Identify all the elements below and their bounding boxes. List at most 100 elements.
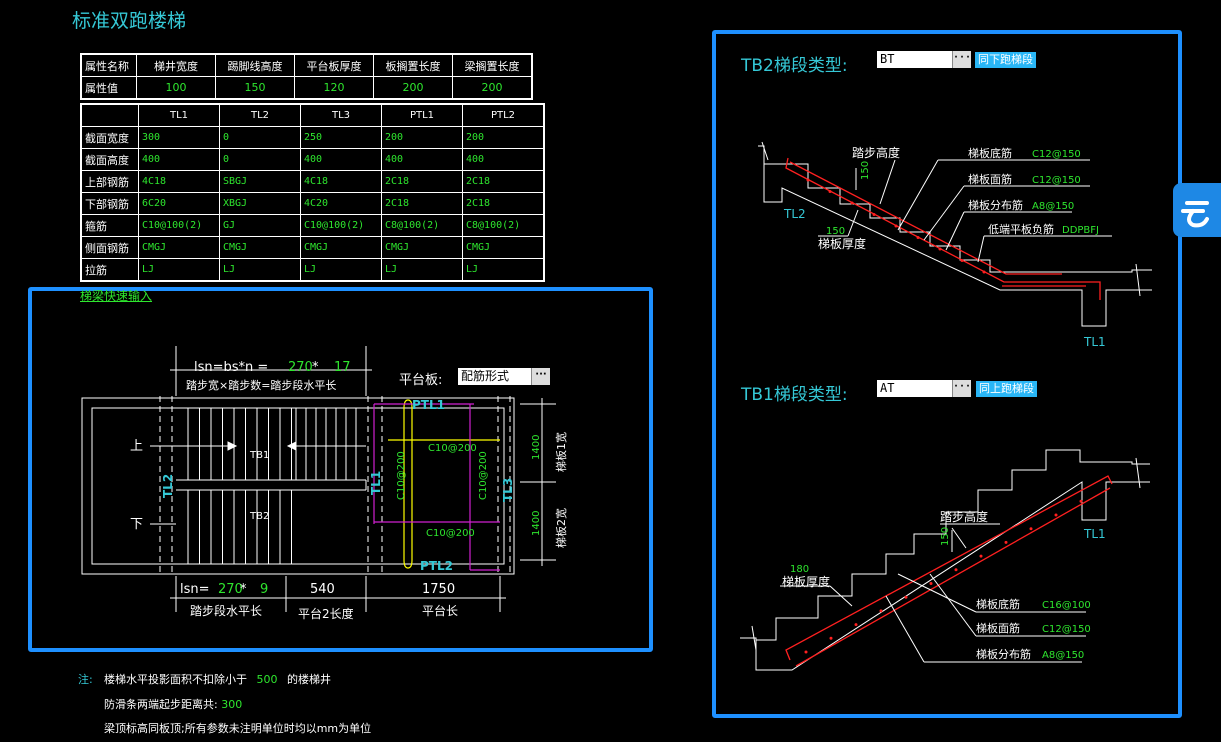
- lsn-bot-a: 270: [218, 582, 243, 597]
- lsn-top-op: *: [312, 360, 319, 375]
- tb1-type-value: AT: [880, 381, 895, 395]
- up-label: 上: [130, 439, 143, 454]
- ptl2-label: PTL2: [420, 559, 453, 573]
- beam-cell[interactable]: 2C18: [381, 170, 463, 193]
- beam-cell[interactable]: LJ: [381, 258, 463, 282]
- rebar-dot: [960, 259, 964, 262]
- rebar-dot: [828, 190, 832, 193]
- ellipsis-icon[interactable]: ···: [531, 368, 550, 385]
- bar-h2-label: C10@200: [426, 528, 475, 539]
- beam-cell[interactable]: LJ: [462, 258, 545, 282]
- row-label: 拉筋: [80, 258, 139, 282]
- tb1-bottom-val: C16@100: [1042, 600, 1091, 611]
- lsn-bot-op: *: [240, 582, 247, 597]
- tb2-type-value: BT: [880, 52, 895, 66]
- tb2-thick-label: 梯板厚度: [818, 236, 866, 251]
- w1-label: 梯板1宽: [554, 432, 568, 472]
- col-header: PTL1: [381, 103, 463, 127]
- header-cell: 板搁置长度: [373, 53, 453, 77]
- tb2-tl2-label: TL2: [783, 207, 806, 221]
- rebar-dot: [982, 270, 986, 274]
- tb2-type-select[interactable]: BT ···: [877, 51, 971, 68]
- beam-table: TL1 TL2 TL3 PTL1 PTL2 截面宽度 300 0 250 200…: [80, 103, 545, 282]
- note-line2: 防滑条两端起步距离共: 300: [104, 696, 242, 712]
- cap-plat: 平台长: [422, 603, 458, 618]
- note-line3: 梁顶标高同板顶;所有参数未注明单位时均以mm为单位: [104, 722, 372, 735]
- dim-1750: 1750: [422, 582, 455, 597]
- tl1-label: TL1: [369, 471, 383, 495]
- tb2-dist-label: 梯板分布筋: [968, 198, 1023, 212]
- same-as-upper-button[interactable]: 同上跑梯段: [976, 381, 1037, 397]
- tb1-rebar-dots: [804, 499, 1083, 654]
- rebar-dot: [806, 178, 810, 182]
- beam-cell[interactable]: CMGJ: [381, 236, 463, 259]
- note-line1-value[interactable]: 500: [256, 673, 278, 686]
- note-line1-b: 的楼梯井: [287, 673, 331, 686]
- property-table: 属性名称 梯井宽度 踢脚线高度 平台板厚度 板搁置长度 梁搁置长度 属性值 10…: [80, 53, 533, 100]
- tb2-top-label: 梯板面筋: [968, 172, 1012, 186]
- platform-label: 平台板:: [399, 373, 443, 388]
- tb1-label: TB1: [249, 450, 269, 461]
- note-prefix: 注:: [78, 673, 93, 686]
- prop-value-cell[interactable]: 120: [294, 76, 374, 100]
- rebar-dot: [854, 623, 858, 627]
- lsn-top-b: 17: [334, 360, 351, 375]
- side-app-button[interactable]: [1173, 183, 1221, 237]
- tb1-thick-val: 180: [790, 564, 809, 575]
- rebar-dot: [904, 595, 908, 599]
- quick-input-link[interactable]: 梯梁快速输入: [80, 289, 153, 303]
- beam-cell[interactable]: CMGJ: [300, 236, 382, 259]
- prop-value-cell[interactable]: 100: [136, 76, 216, 100]
- tb1-top-label: 梯板面筋: [976, 621, 1020, 635]
- plan-inner-wall: [91, 407, 505, 565]
- ellipsis-icon[interactable]: ···: [952, 380, 971, 397]
- row-label: 侧面钢筋: [80, 236, 139, 259]
- beam-cell[interactable]: LJ: [219, 258, 301, 282]
- tb1-thick-label: 梯板厚度: [782, 574, 830, 589]
- tb2-top-val: C12@150: [1032, 175, 1081, 186]
- tb2-rebar-dots: [806, 178, 986, 274]
- ellipsis-icon[interactable]: ···: [952, 51, 971, 68]
- lsn-bot-prefix: lsn=: [180, 582, 210, 597]
- prop-value-cell[interactable]: 200: [452, 76, 533, 100]
- tl2-label: TL2: [161, 474, 175, 498]
- tb1-type-select[interactable]: AT ···: [877, 380, 971, 397]
- row-label: 箍筋: [80, 214, 139, 237]
- tb2-tl1-label: TL1: [1083, 335, 1106, 349]
- dim-540: 540: [310, 582, 335, 597]
- table-row: 截面宽度 300 0 250 200 200: [80, 126, 545, 149]
- tb1-type-label: TB1梯段类型:: [741, 385, 848, 405]
- tb2-step-h-val: 150: [860, 161, 871, 180]
- header-cell: 梁搁置长度: [452, 53, 533, 77]
- row-label: 下部钢筋: [80, 192, 139, 215]
- same-as-lower-button[interactable]: 同下跑梯段: [975, 52, 1036, 68]
- row-label: 截面宽度: [80, 126, 139, 149]
- ptl-rebar-left: [403, 399, 413, 569]
- plan-treads: [187, 408, 357, 564]
- platform-select-value: 配筋形式: [461, 369, 510, 383]
- tb1-top-val: C12@150: [1042, 624, 1091, 635]
- plan-outer-wall: [81, 397, 515, 575]
- prop-value-cell[interactable]: 200: [373, 76, 453, 100]
- lsn-bot-b: 9: [260, 582, 268, 597]
- platform-select[interactable]: 配筋形式 ···: [458, 368, 550, 385]
- cap-plat2: 平台2长度: [298, 606, 354, 621]
- rebar-dot: [1079, 499, 1083, 503]
- tl3-label: TL3: [501, 478, 515, 502]
- note-line2-a: 防滑条两端起步距离共:: [104, 698, 218, 711]
- tb2-low-label: 低端平板负筋: [988, 222, 1054, 236]
- rebar-dot: [872, 213, 876, 216]
- down-label: 下: [130, 517, 143, 532]
- down-arrowhead: [286, 441, 297, 451]
- beam-cell[interactable]: CMGJ: [462, 236, 545, 259]
- tb2-type-label: TB2梯段类型:: [741, 56, 848, 76]
- beam-cell[interactable]: CMGJ: [138, 236, 220, 259]
- note-line2-value[interactable]: 300: [221, 698, 243, 711]
- tb2-bottom-label: 梯板底筋: [968, 146, 1012, 160]
- tb1-step-h-label: 踏步高度: [940, 509, 988, 524]
- row-label: 属性值: [80, 76, 137, 100]
- rebar-dot: [894, 224, 898, 228]
- beam-cell[interactable]: 2C18: [462, 170, 545, 193]
- tb2-rebar: [785, 157, 1101, 300]
- tb2-label: TB2: [249, 511, 269, 522]
